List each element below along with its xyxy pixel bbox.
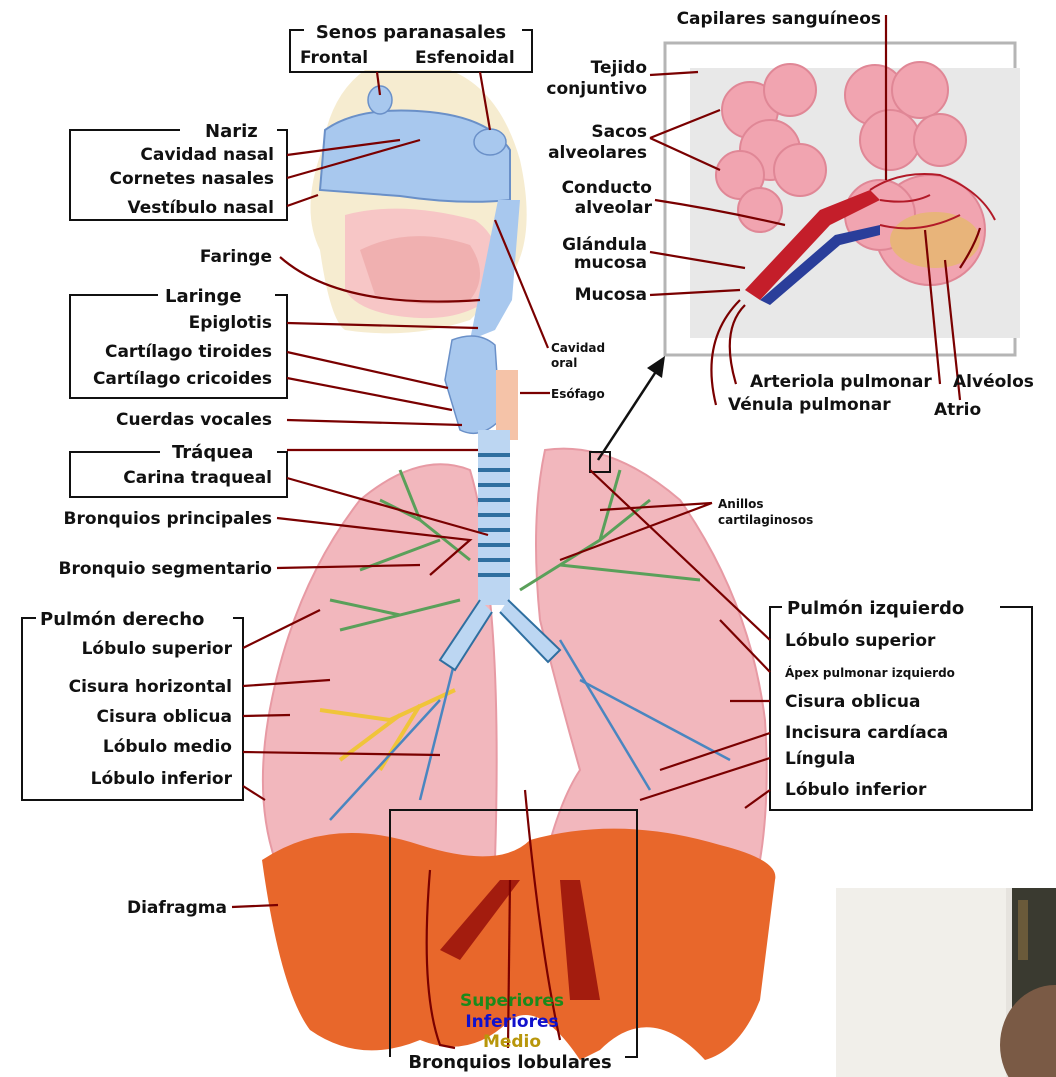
left-lung-item-1: Lóbulo superior [785, 631, 936, 651]
trachea-title: Tráquea [172, 442, 253, 463]
lobar-inferiores: Inferiores [465, 1012, 558, 1032]
nose-title: Nariz [205, 121, 258, 142]
sinuses-frontal: Frontal [300, 48, 368, 68]
alveoli-label: Alvéolos [953, 372, 1034, 392]
larynx-title: Laringe [165, 286, 242, 307]
lobar-medio: Medio [483, 1032, 541, 1052]
right-lung-item-5: Lóbulo inferior [91, 769, 233, 789]
left-lung-item-5: Língula [785, 749, 855, 769]
connective-tissue-line-1: Tejido [591, 58, 647, 78]
nose-item-3: Vestíbulo nasal [127, 198, 274, 218]
mucous-gland-line-1: Glándula [562, 235, 647, 255]
lobar-bronchi-title: Bronquios lobulares [408, 1052, 611, 1073]
left-lung-item-6: Lóbulo inferior [785, 780, 927, 800]
sinuses-sphenoid: Esfenoidal [415, 48, 515, 68]
sinuses-title: Senos paranasales [316, 22, 506, 43]
left-lung-item-4: Incisura cardíaca [785, 723, 948, 743]
tongue [360, 236, 480, 304]
trachea-item-1: Carina traqueal [123, 468, 272, 488]
alveolar-sacs-line-2: alveolares [548, 143, 647, 163]
connective-tissue-line-2: conjuntivo [546, 79, 647, 99]
larynx [445, 336, 500, 433]
right-lung [263, 464, 497, 860]
nose-item-1: Cavidad nasal [140, 145, 274, 165]
cartilage-rings-line-1: Anillos [718, 497, 764, 511]
main-bronchi-label: Bronquios principales [64, 509, 272, 529]
pharynx-label: Faringe [200, 247, 272, 267]
alveolar-duct-line-1: Conducto [562, 178, 652, 198]
larynx-item-3: Cartílago cricoides [93, 369, 272, 389]
alveoli-inset [665, 43, 1020, 355]
left-lung-item-3: Cisura oblicua [785, 692, 920, 712]
left-lung-title: Pulmón izquierdo [787, 598, 964, 619]
pulmonary-venule-label: Vénula pulmonar [728, 395, 891, 415]
mucosa-label: Mucosa [575, 285, 647, 305]
right-lung-item-2: Cisura horizontal [69, 677, 232, 697]
inset-pointer [590, 356, 665, 472]
lobar-superiores: Superiores [460, 991, 564, 1011]
webcam-thumbnail [836, 888, 1056, 1077]
cartilage-rings-line-2: cartilaginosos [718, 513, 813, 527]
right-lung-item-3: Cisura oblicua [97, 707, 232, 727]
webcam-wall [836, 888, 1006, 1077]
larynx-item-2: Cartílago tiroides [105, 342, 272, 362]
diaphragm-label: Diafragma [127, 898, 227, 918]
larynx-item-1: Epiglotis [189, 313, 272, 333]
capillaries-label: Capilares sanguíneos [677, 9, 881, 29]
oral-cavity-line-1: Cavidad [551, 341, 605, 355]
right-lung-item-1: Lóbulo superior [82, 639, 233, 659]
segmental-bronchus-label: Bronquio segmentario [59, 559, 272, 579]
alveolar-sacs-line-1: Sacos [591, 122, 647, 142]
webcam-shelf-books [1018, 900, 1028, 960]
alveolar-duct-line-2: alveolar [575, 198, 653, 218]
atrium-label: Atrio [934, 400, 981, 420]
vocal-cords-label: Cuerdas vocales [116, 410, 272, 430]
nasal-cavity [320, 110, 510, 201]
mucous-gland-line-2: mucosa [574, 253, 647, 273]
left-lung-item-2: Ápex pulmonar izquierdo [785, 665, 955, 680]
right-lung-title: Pulmón derecho [40, 609, 204, 630]
esophagus-label: Esófago [551, 387, 605, 401]
right-lung-item-4: Lóbulo medio [103, 737, 232, 757]
pulmonary-arteriole-label: Arteriola pulmonar [750, 372, 932, 392]
nose-item-2: Cornetes nasales [109, 169, 274, 189]
oral-cavity-line-2: oral [551, 356, 577, 370]
sphenoid-sinus [474, 129, 506, 155]
esophagus-tube [496, 370, 518, 440]
